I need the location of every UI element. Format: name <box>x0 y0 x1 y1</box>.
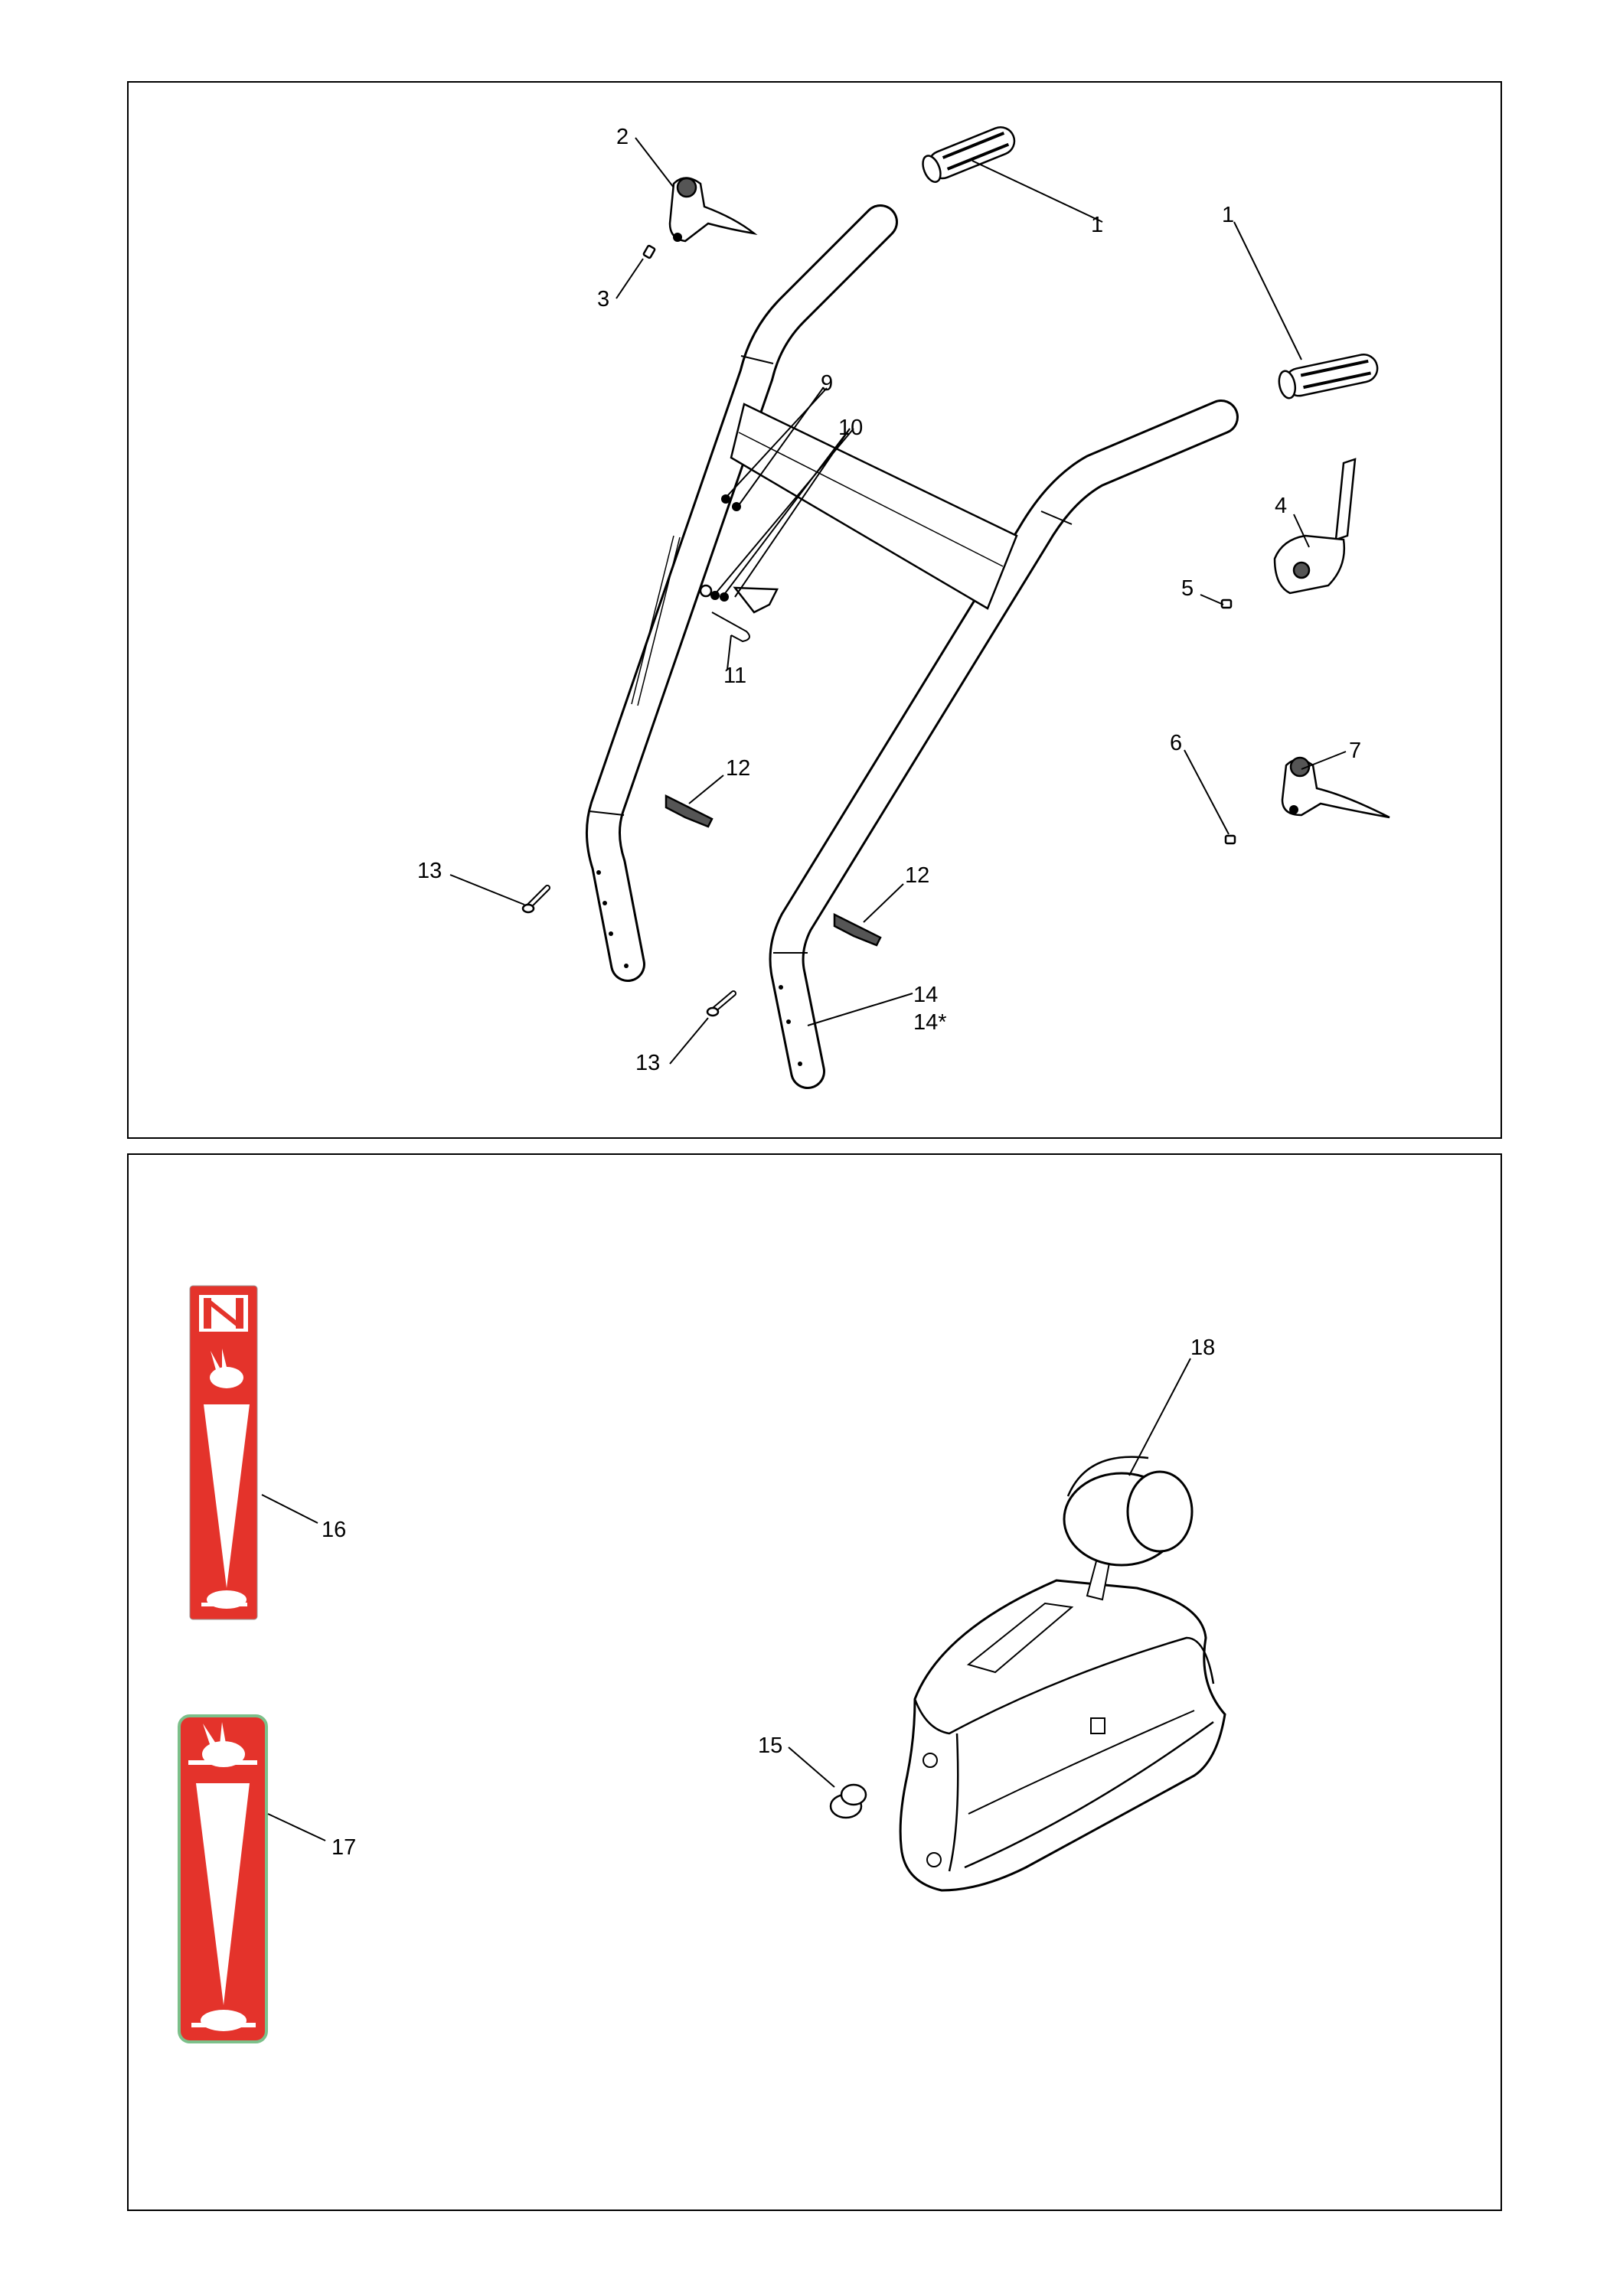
cap-15 <box>829 1783 867 1819</box>
callout-17: 17 <box>331 1835 356 1860</box>
callout-5: 5 <box>1181 576 1194 601</box>
throttle-lever-4 <box>1273 458 1357 595</box>
callout-14: 14 <box>913 983 938 1007</box>
callout-16: 16 <box>322 1518 346 1542</box>
cable-clip-11 <box>711 612 750 643</box>
turtle-icon <box>201 2010 247 2031</box>
callout-12b: 12 <box>905 863 929 888</box>
callout-4: 4 <box>1275 494 1287 518</box>
callout-14-star: 14* <box>913 1010 947 1035</box>
handle-grip-1b <box>1278 354 1379 400</box>
rabbit-icon <box>210 1367 243 1388</box>
callout-2: 2 <box>616 125 629 149</box>
control-lever-2 <box>668 177 758 243</box>
callout-13a: 13 <box>417 859 442 883</box>
handlebar-frame <box>585 204 1239 1089</box>
callout-6: 6 <box>1170 731 1182 755</box>
callout-18: 18 <box>1190 1336 1215 1360</box>
top-diagram-panel <box>127 81 1502 1139</box>
callout-1: 1 <box>1091 213 1103 237</box>
control-box-18 <box>899 1456 1226 1892</box>
callout-1b: 1 <box>1222 203 1234 227</box>
callout-7: 7 <box>1349 739 1361 763</box>
callout-9: 9 <box>821 371 833 396</box>
callout-13b: 13 <box>635 1051 660 1075</box>
callout-11: 11 <box>723 664 746 688</box>
callout-12a: 12 <box>726 756 750 781</box>
bottom-diagram-panel <box>127 1153 1502 2211</box>
callout-10: 10 <box>838 416 863 440</box>
bolt-13b <box>706 990 736 1017</box>
bolt-13a <box>521 885 550 914</box>
control-lever-7 <box>1281 756 1390 819</box>
speed-decal-17 <box>178 1714 268 2043</box>
wing-nut-12b <box>833 912 882 947</box>
leader-lines-bottom <box>261 1358 1191 1841</box>
callout-15: 15 <box>758 1733 782 1758</box>
wing-nut-12a <box>665 794 714 828</box>
speed-decal-16 <box>189 1285 258 1620</box>
leader-lines-top <box>449 137 1347 1065</box>
screw-6 <box>1224 834 1236 845</box>
nuts-washers-9-10 <box>699 494 779 614</box>
callout-3: 3 <box>597 287 609 311</box>
screw-3 <box>642 244 656 259</box>
callout-labels: 1 1 2 3 4 5 6 7 9 10 11 12 12 13 13 14 1… <box>322 125 1361 1860</box>
handle-grip-1 <box>922 126 1016 183</box>
